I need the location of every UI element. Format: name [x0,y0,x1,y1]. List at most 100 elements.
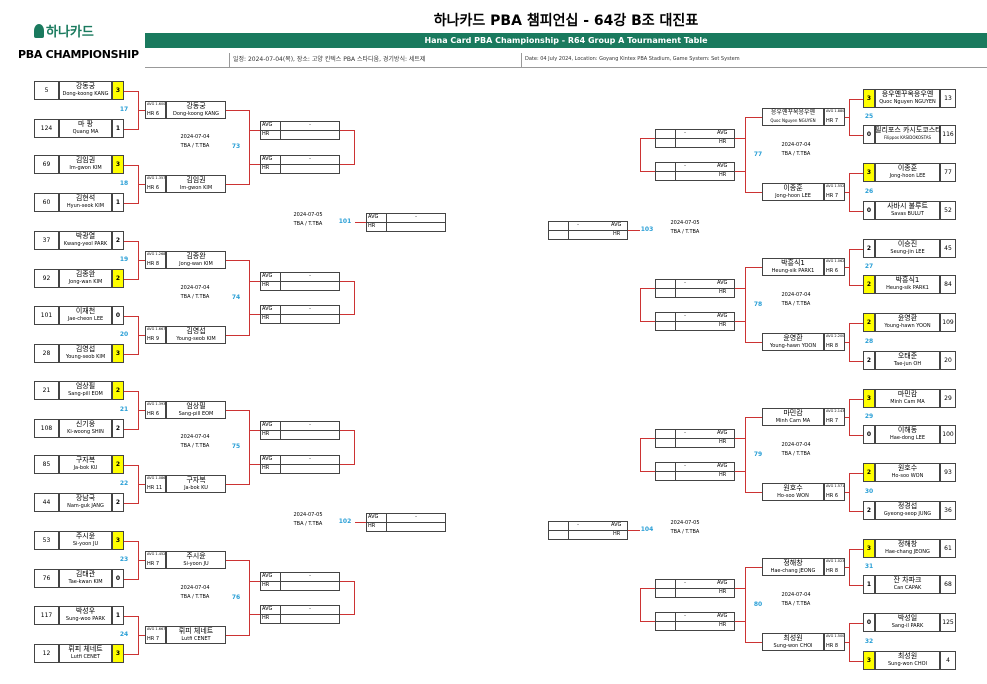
bout-number: 26 [864,188,874,195]
bracket-line [226,184,249,185]
divider [568,220,569,240]
player-name-en: Jong-wan KIM [68,279,103,285]
player-name-box [875,163,940,182]
bracket-line [849,399,850,436]
set-score: 2 [863,275,875,294]
avg-value: - [309,455,311,462]
bracket-line [849,473,850,512]
winner-name-kr: 구자복 [186,476,206,484]
bracket-line [845,342,849,343]
winner-box [166,551,226,569]
avg-label: AVG [717,279,728,286]
match-venue: TBA / T.TBA [180,593,210,600]
avg-stat: AVG 1.268 [147,252,166,256]
avg-label: AVG [262,122,273,129]
winner-box [762,408,824,426]
winner-name-en: Sang-pill EOM [178,411,214,417]
match-venue: TBA / T.TBA [180,443,210,449]
seed-number: 61 [940,539,956,558]
player-name-box [875,89,940,108]
player-name-box [59,119,112,138]
bracket-line [640,137,655,139]
avg-stat: AVG 1.667 [147,627,166,631]
avg-stat: AVG 1.667 [147,327,166,331]
match-date: 2024-07-05 [293,212,323,219]
divider [675,428,676,448]
avg-stat: AVG 1.062 [826,259,845,263]
seed-number: 52 [940,201,956,220]
avg-label: AVG [717,579,728,586]
stat-box [145,401,166,419]
avg-value: - [577,221,579,228]
player-name-box [59,531,112,550]
winner-box [762,558,824,576]
set-score: 3 [863,651,875,670]
bracket-line [340,163,354,165]
divider [675,162,676,182]
bout-number: 101 [338,218,352,226]
bracket-line [849,361,863,362]
hr-label: HR [719,472,727,479]
set-score: 2 [863,351,875,370]
hr-label: HR [262,615,270,622]
player-name-kr: 사바시 불루트 [887,202,928,210]
bracket-line [249,110,250,185]
bracket-line [735,171,745,173]
seed-number: 117 [34,606,59,625]
bracket-line [628,529,640,531]
match-date: 2024-07-04 [781,591,811,598]
bracket-line [849,511,863,512]
bracket-line [354,280,355,316]
winner-name-en: Ho-soo WON [777,493,809,499]
match-date: 2024-07-05 [670,519,700,526]
page-title: 하나카드 PBA 챔피언십 - 64강 B조 대진표 [433,13,699,29]
avg-value: - [684,163,686,170]
avg-label: AVG [717,613,728,620]
player-name-kr: 원호수 [897,464,918,472]
avg-label: AVG [262,306,273,313]
hr-label: HR [262,464,270,471]
player-name-box [875,125,940,144]
seed-number: 12 [34,644,59,663]
logo: 하나카드 PBA CHAMPIONSHIP [18,22,143,64]
player-name-box [59,155,112,174]
player-name-kr: 윤영환 [897,314,918,322]
hr-label: HR [262,315,270,322]
player-name-en: Quoc Nguyen NGUYEN [879,99,936,105]
avg-value: - [309,606,311,613]
bracket-line [640,287,655,289]
divider [675,278,676,298]
player-name-en: Dong-koong KANG [62,91,109,97]
player-name-kr: 최성원 [897,652,918,660]
bracket-line [124,465,138,466]
divider [260,130,340,132]
bracket-line [849,285,863,286]
player-name-kr: 김종완 [75,270,96,278]
player-name-en: Si-yoon JU [72,541,99,547]
match-venue: TBA / T.TBA [781,150,811,157]
bracket-line [124,165,138,166]
hr-label: HR [719,138,727,145]
winner-name-en: Si-yoon JU [183,561,209,567]
player-name-box [59,606,112,625]
bracket-line [138,335,145,336]
bout-number: 31 [864,563,874,570]
bout-number: 80 [753,600,763,608]
divider [280,154,281,174]
winner-name-kr: 주시윤 [186,552,206,560]
seed-number: 116 [940,125,956,144]
bracket-line [124,129,138,130]
player-name-en: Can CAPAK [893,585,922,591]
hr-stat: HR 6 [147,411,160,417]
hr-stat: HR 6 [826,493,839,499]
bracket-line [745,567,762,568]
bracket-line [249,130,260,132]
bracket-line [845,567,849,568]
bracket-line [640,621,655,623]
hr-label: HR [262,131,270,138]
stat-box [824,333,845,351]
seed-number: 28 [34,344,59,363]
match-venue: TBA / T.TBA [670,528,700,535]
match-venue: TBA / T.TBA [781,300,811,307]
player-name-box [59,644,112,663]
